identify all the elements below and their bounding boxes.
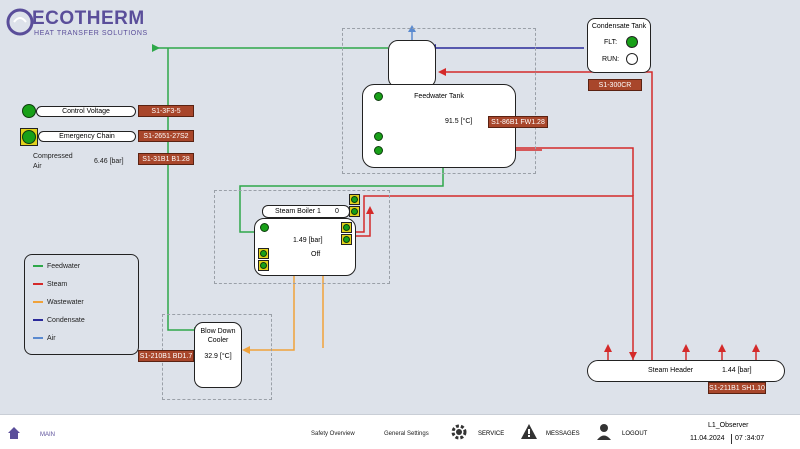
feedwater-pipes <box>158 47 444 331</box>
steam-boiler-state: Off <box>311 251 321 258</box>
boiler-valve-1 <box>258 248 269 259</box>
wastewater-pipes <box>244 276 324 351</box>
nav-service-label: SERVICE <box>478 431 505 437</box>
boiler-valve-6 <box>341 234 352 245</box>
steam-boiler-frame <box>214 190 390 284</box>
compressed-air-label-2: Air <box>33 163 42 170</box>
legend-condensate: Condensate <box>33 317 85 324</box>
steam-boiler-pressure: 1.49 [bar] <box>293 237 323 244</box>
wastewater-arrow <box>242 346 250 354</box>
brand-name: ECOTHERM <box>32 8 145 29</box>
home-icon <box>8 427 20 439</box>
feedwater-tank-tag: S1-86B1 FW1.28 <box>488 116 548 128</box>
legend-air: Air <box>33 335 56 342</box>
ecotherm-logo: ECOTHERM HEAT TRANSFER SOLUTIONS <box>6 6 156 40</box>
compressed-air-label-1: Compressed <box>33 153 73 160</box>
condensate-flt-label: FLT: <box>604 39 618 46</box>
emergency-chain-tag: S1-2651-27S2 <box>138 130 194 142</box>
control-voltage-indicator <box>22 104 36 118</box>
nav-main[interactable]: MAIN <box>4 423 64 443</box>
steam-boiler[interactable]: 1.49 [bar] Off <box>254 218 356 276</box>
boiler-valve-5 <box>341 222 352 233</box>
steam-arrow-boiler-up <box>366 206 374 214</box>
gear-icon <box>451 424 467 440</box>
feedwater-tank-temperature: 91.5 [°C] <box>445 118 473 125</box>
steam-header-tag: S1-211B1 SH1.10 <box>708 382 766 394</box>
control-voltage-tag: S1-3F3-5 <box>138 105 194 117</box>
feedwater-status-top <box>374 92 383 101</box>
steam-arrow-tank <box>438 68 446 76</box>
legend-feedwater: Feedwater <box>33 263 80 270</box>
nav-messages-label: MESSAGES <box>546 431 580 437</box>
pipe-legend: Feedwater Steam Wastewater Condensate Ai… <box>24 254 139 355</box>
steam-arrow-header-1 <box>604 344 612 352</box>
steam-arrow-header-2 <box>682 344 690 352</box>
warning-icon <box>521 424 537 439</box>
steam-boiler-title: Steam Boiler 1 <box>275 208 321 215</box>
steam-header-title: Steam Header <box>648 367 694 374</box>
current-time: 07 :34:07 <box>735 435 765 442</box>
blowdown-cooler[interactable]: Blow Down Cooler 32.9 [°C] <box>194 322 242 388</box>
nav-messages[interactable]: MESSAGES <box>520 421 590 443</box>
boiler-valve-3 <box>349 194 360 205</box>
steam-arrow-header-3 <box>718 344 726 352</box>
feedwater-status-mid <box>374 132 383 141</box>
steam-boiler-header[interactable]: Steam Boiler 1 0 <box>262 205 350 218</box>
steam-boiler-status-dot <box>260 223 269 232</box>
condensate-tank[interactable]: Condensate Tank FLT: RUN: <box>587 18 651 73</box>
emergency-chain-label: Emergency Chain <box>38 131 136 142</box>
condensate-run-label: RUN: <box>602 56 620 63</box>
steam-header[interactable]: Steam Header 1.44 [bar] <box>587 360 785 382</box>
blowdown-cooler-temperature: 32.9 [°C] <box>204 353 232 360</box>
steam-boiler-count: 0 <box>335 208 339 215</box>
datetime-divider <box>731 434 732 444</box>
nav-logout-label: LOGOUT <box>622 431 648 437</box>
condensate-tank-tag: S1-300CR <box>588 79 642 91</box>
emergency-chain-indicator <box>20 128 38 146</box>
blowdown-cooler-title-1: Blow Down <box>200 328 236 335</box>
current-date: 11.04.2024 <box>690 435 725 442</box>
compressed-air-tag: S1-31B1 B1.28 <box>138 153 194 165</box>
condensate-tank-title: Condensate Tank <box>591 23 647 30</box>
feedwater-status-bottom <box>374 146 383 155</box>
boiler-valve-4 <box>349 206 360 217</box>
control-voltage-label: Control Voltage <box>36 106 136 117</box>
nav-main-label: MAIN <box>40 432 55 438</box>
steam-arrow-header-4 <box>752 344 760 352</box>
nav-safety-overview[interactable]: Safety Overview <box>311 431 355 437</box>
footer-nav: MAIN Safety Overview General Settings SE… <box>0 414 800 449</box>
steam-arrow-drop <box>629 352 637 360</box>
blowdown-cooler-tag: S1-210B1 BD1.7 <box>138 350 194 362</box>
nav-service[interactable]: SERVICE <box>450 421 510 443</box>
nav-general-settings[interactable]: General Settings <box>384 431 429 437</box>
boiler-valve-2 <box>258 260 269 271</box>
feedwater-inlet-arrow <box>152 44 160 52</box>
user-name: L1_Observer <box>708 422 749 429</box>
legend-wastewater: Wastewater <box>33 299 84 306</box>
brand-tagline: HEAT TRANSFER SOLUTIONS <box>34 30 148 37</box>
compressed-air-value: 6.46 [bar] <box>94 158 124 165</box>
legend-steam: Steam <box>33 281 67 288</box>
nav-logout[interactable]: LOGOUT <box>596 421 656 443</box>
logo-swoosh-icon <box>6 8 34 36</box>
feedwater-tank-frame <box>342 28 536 174</box>
blowdown-cooler-title-2: Cooler <box>207 337 229 344</box>
condensate-run-indicator <box>626 53 638 65</box>
condensate-flt-indicator <box>626 36 638 48</box>
feedwater-tank-title: Feedwater Tank <box>414 93 464 100</box>
feedwater-tank-dome <box>388 40 436 88</box>
steam-header-pressure: 1.44 [bar] <box>722 367 752 374</box>
user-icon <box>597 424 611 440</box>
